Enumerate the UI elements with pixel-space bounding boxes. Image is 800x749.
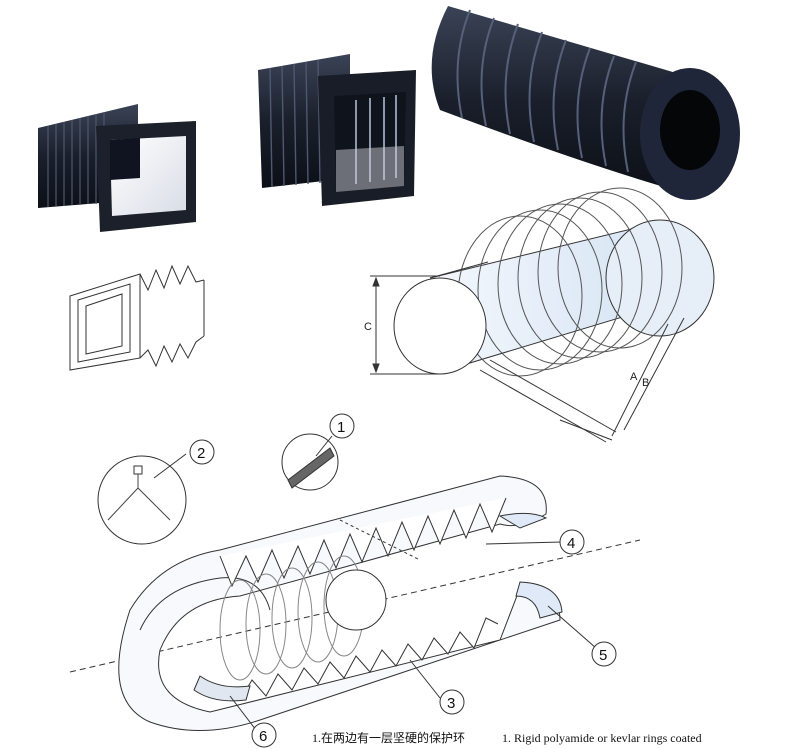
svg-text:4: 4 — [567, 535, 575, 552]
callout-4: 4 — [559, 529, 585, 555]
cutaway-bellows-drawing — [69, 433, 641, 732]
svg-text:6: 6 — [259, 728, 267, 745]
callout-6: 6 — [251, 722, 277, 748]
dimension-label-c: C — [364, 321, 372, 333]
svg-text:5: 5 — [599, 647, 607, 664]
accordion-bellows-drawing — [69, 264, 205, 371]
dimension-label-a: A — [630, 371, 638, 383]
caption-english: 1. Rigid polyamide or kevlar rings coate… — [502, 731, 702, 745]
caption-chinese: 1.在两边有一层坚硬的保护环 — [312, 730, 465, 745]
square-bellows-small-photo — [38, 104, 196, 232]
round-bellows-large-photo — [431, 6, 740, 200]
dimension-label-b: B — [642, 377, 649, 389]
svg-text:3: 3 — [447, 695, 455, 712]
svg-text:2: 2 — [197, 445, 205, 462]
callout-2: 2 — [189, 439, 215, 465]
callout-3: 3 — [439, 689, 465, 715]
square-bellows-medium-photo — [258, 54, 416, 206]
round-bellows-dimension-drawing — [370, 187, 715, 443]
svg-text:1: 1 — [337, 419, 345, 436]
callout-1: 1 — [329, 413, 355, 439]
callout-5: 5 — [591, 641, 617, 667]
